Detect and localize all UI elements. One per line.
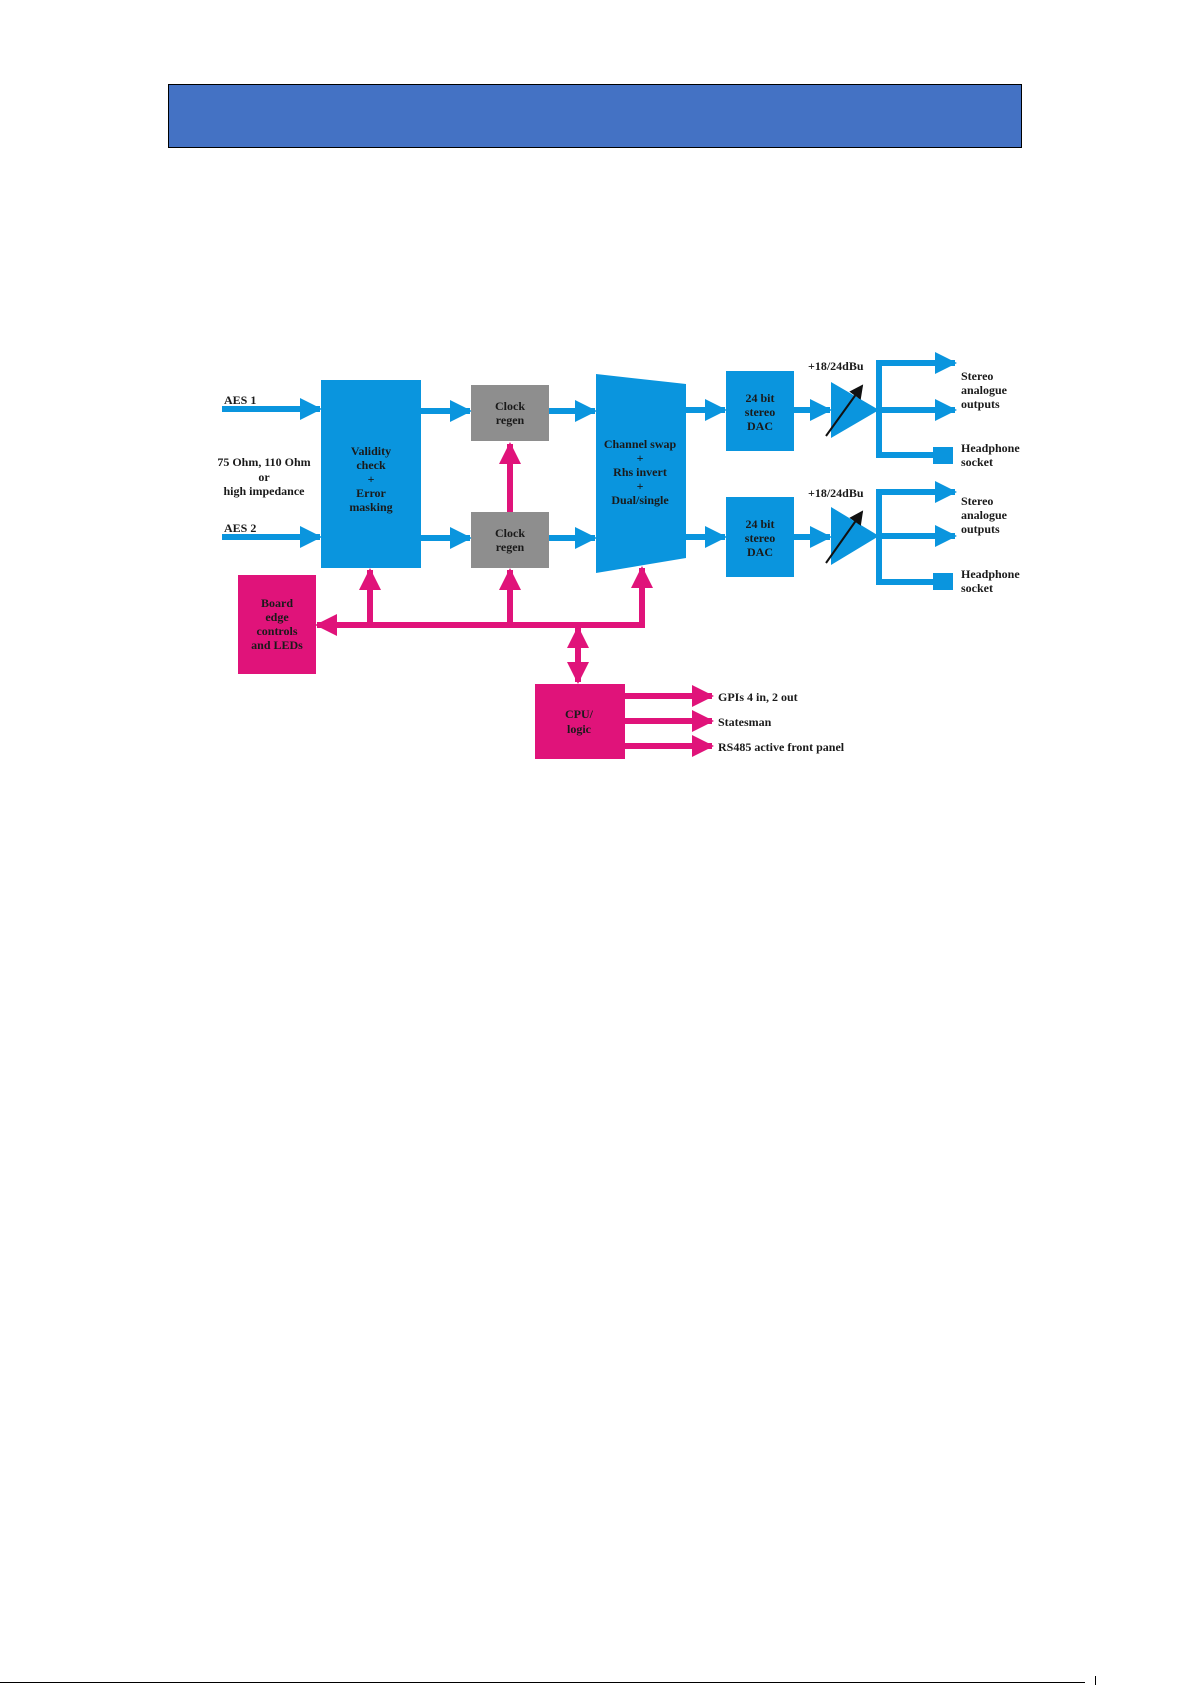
impedance-label: 75 Ohm, 110 Ohm or high impedance <box>217 455 310 498</box>
svg-text:socket: socket <box>961 581 993 595</box>
clock-regen-bottom-block <box>471 512 549 568</box>
dac-bottom-block <box>726 497 794 577</box>
svg-text:stereo: stereo <box>745 405 775 419</box>
svg-text:or: or <box>258 470 270 484</box>
channel-swap-label: Channel swap + Rhs invert + Dual/single <box>604 437 677 507</box>
headphone-socket-top-label: Headphone socket <box>961 441 1020 469</box>
amplifier-top-triangle <box>831 382 879 438</box>
board-edge-label: Board edge controls and LEDs <box>251 596 303 652</box>
statesman-label: Statesman <box>718 715 772 729</box>
svg-text:Stereo: Stereo <box>961 494 993 508</box>
svg-text:socket: socket <box>961 455 993 469</box>
clock-regen-bottom-label: Clock regen <box>495 526 525 554</box>
svg-text:high impedance: high impedance <box>223 484 305 498</box>
svg-text:masking: masking <box>349 500 392 514</box>
level-bottom-label: +18/24dBu <box>808 486 864 500</box>
svg-text:Dual/single: Dual/single <box>611 493 669 507</box>
svg-text:Validity: Validity <box>351 444 391 458</box>
svg-text:+: + <box>637 451 644 465</box>
svg-text:regen: regen <box>496 540 525 554</box>
svg-text:analogue: analogue <box>961 383 1008 397</box>
svg-text:outputs: outputs <box>961 397 1000 411</box>
gpi-label: GPIs 4 in, 2 out <box>718 690 798 704</box>
channel-swap-block <box>596 374 686 573</box>
svg-text:edge: edge <box>265 610 289 624</box>
svg-text:logic: logic <box>567 722 592 736</box>
svg-text:regen: regen <box>496 413 525 427</box>
svg-text:Clock: Clock <box>495 526 525 540</box>
amplifier-bottom-triangle <box>831 507 879 565</box>
output-bus-bottom <box>876 481 957 590</box>
validity-label: Validity check + Error masking <box>349 444 392 514</box>
svg-text:Channel swap: Channel swap <box>604 437 677 451</box>
svg-text:Board: Board <box>261 596 293 610</box>
svg-text:stereo: stereo <box>745 531 775 545</box>
dac-top-block <box>726 371 794 451</box>
svg-text:outputs: outputs <box>961 522 1000 536</box>
svg-text:DAC: DAC <box>747 545 773 559</box>
footer-rule <box>0 1682 1085 1683</box>
dac-bottom-label: 24 bit stereo DAC <box>745 517 775 559</box>
footer-tick <box>1095 1676 1096 1685</box>
aes2-label: AES 2 <box>224 521 256 535</box>
svg-text:+: + <box>368 472 375 486</box>
svg-text:controls: controls <box>256 624 297 638</box>
svg-text:Rhs invert: Rhs invert <box>613 465 667 479</box>
svg-text:and LEDs: and LEDs <box>251 638 303 652</box>
svg-text:24 bit: 24 bit <box>745 517 774 531</box>
svg-text:CPU/: CPU/ <box>565 707 594 721</box>
cpu-label: CPU/ logic <box>565 707 594 736</box>
clock-regen-top-block <box>471 385 549 441</box>
svg-text:Clock: Clock <box>495 399 525 413</box>
block-diagram: AES 1 AES 2 75 Ohm, 110 Ohm or high impe… <box>217 352 1020 759</box>
dac-top-label: 24 bit stereo DAC <box>745 391 775 433</box>
headphone-socket-bottom-label: Headphone socket <box>961 567 1020 595</box>
board-edge-block <box>238 575 316 674</box>
svg-text:analogue: analogue <box>961 508 1008 522</box>
svg-text:24 bit: 24 bit <box>745 391 774 405</box>
cpu-block <box>535 684 625 759</box>
svg-text:Headphone: Headphone <box>961 441 1020 455</box>
variable-gain-bottom-arrow-icon <box>825 510 864 564</box>
output-bus-top <box>876 352 957 464</box>
header-bar <box>168 84 1022 148</box>
clock-regen-top-label: Clock regen <box>495 399 525 427</box>
aes1-label: AES 1 <box>224 393 256 407</box>
svg-text:75 Ohm, 110 Ohm: 75 Ohm, 110 Ohm <box>217 455 310 469</box>
svg-text:DAC: DAC <box>747 419 773 433</box>
svg-text:Error: Error <box>356 486 386 500</box>
validity-block <box>321 380 421 568</box>
stereo-outputs-bottom-label: Stereo analogue outputs <box>961 494 1008 536</box>
svg-text:+: + <box>637 479 644 493</box>
svg-text:Stereo: Stereo <box>961 369 993 383</box>
level-top-label: +18/24dBu <box>808 359 864 373</box>
rs485-label: RS485 active front panel <box>718 740 845 754</box>
stereo-outputs-top-label: Stereo analogue outputs <box>961 369 1008 411</box>
variable-gain-top-arrow-icon <box>825 384 864 437</box>
svg-text:check: check <box>356 458 386 472</box>
svg-text:Headphone: Headphone <box>961 567 1020 581</box>
